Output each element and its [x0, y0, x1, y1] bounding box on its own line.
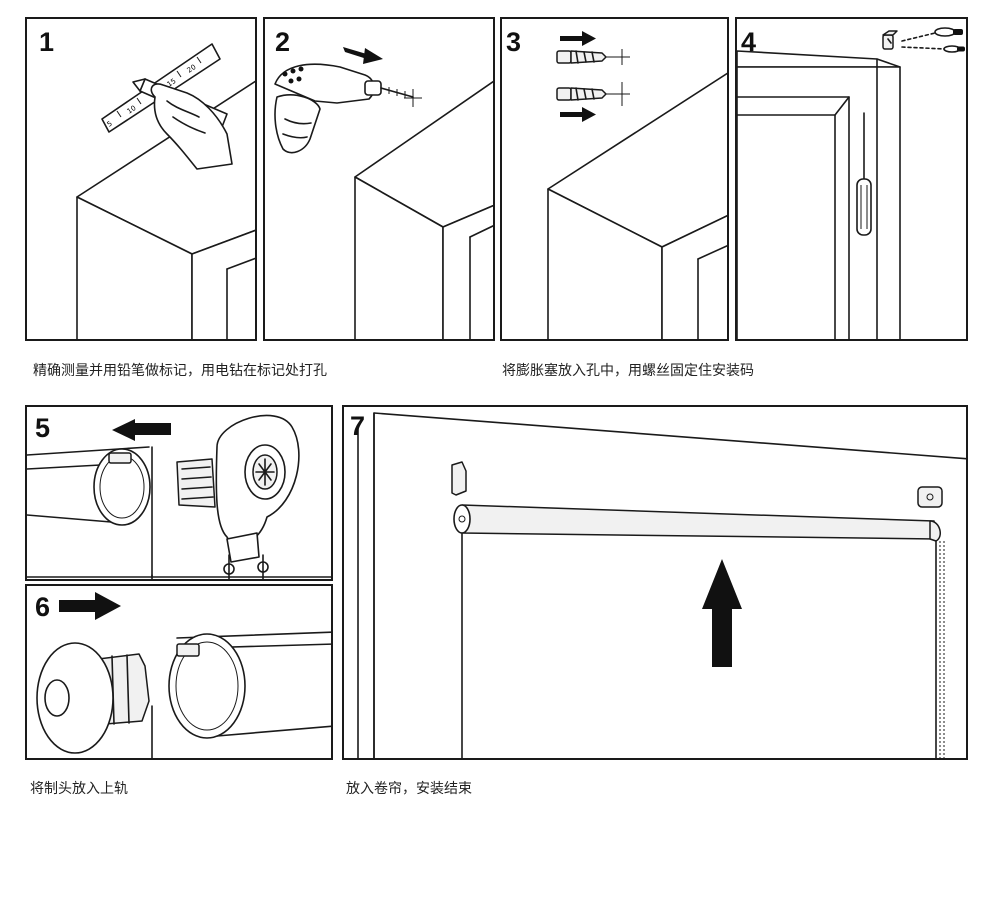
- screw-icon: [901, 27, 965, 53]
- step-7-panel: 7: [342, 405, 968, 760]
- step-2-illustration: [274, 47, 493, 339]
- ruler-tick-15: 15: [166, 77, 178, 89]
- roller-blind: [453, 504, 945, 758]
- step-7-number: 7: [350, 411, 366, 441]
- arrow-up-icon: [702, 559, 742, 667]
- step-4-panel: 4: [735, 17, 968, 341]
- bracket-icon: [451, 461, 467, 496]
- window-frame: [547, 72, 727, 339]
- step-6-number: 6: [35, 592, 51, 622]
- top-rail: [151, 631, 331, 758]
- caption-step-7: 放入卷帘，安装结束: [346, 781, 472, 797]
- step-6-panel: 6: [25, 584, 333, 760]
- step-1-number: 1: [39, 27, 55, 57]
- arrow-right-icon: [560, 107, 596, 122]
- bracket-icon: [917, 486, 943, 508]
- step-6-illustration: [36, 592, 331, 758]
- step-3-number: 3: [506, 27, 522, 57]
- step-7-illustration: [357, 412, 966, 758]
- window-frame: [737, 50, 901, 339]
- arrow-left-icon: [112, 419, 171, 441]
- control-head-icon: [176, 414, 300, 579]
- step-4-number: 4: [741, 27, 757, 57]
- step-3-illustration: [547, 31, 727, 339]
- step-5-panel: 5: [25, 405, 333, 581]
- ruler-tick-10: 10: [126, 104, 138, 116]
- caption-steps-1-2: 精确测量并用铅笔做标记，用电钻在标记处打孔: [33, 363, 327, 379]
- step-1-panel: 1 5 10 15 20: [25, 17, 257, 341]
- wall-anchor-icon: [556, 82, 630, 106]
- caption-steps-5-6: 将制头放入上轨: [30, 781, 128, 797]
- drill-icon: [274, 63, 422, 154]
- step-5-number: 5: [35, 413, 51, 443]
- step-3-panel: 3: [500, 17, 729, 341]
- wall-anchor-icon: [556, 49, 630, 65]
- top-rail: [27, 446, 331, 579]
- arrow-right-icon: [560, 31, 596, 46]
- step-2-panel: 2: [263, 17, 495, 341]
- window-frame: [354, 80, 493, 339]
- ruler-tick-20: 20: [186, 63, 198, 75]
- arrow-right-icon: [59, 592, 121, 620]
- step-1-illustration: 5 10 15 20: [76, 43, 255, 339]
- caption-steps-3-4: 将膨胀塞放入孔中，用螺丝固定住安装码: [502, 363, 754, 379]
- bracket-icon: [882, 30, 898, 50]
- end-plug-icon: [36, 642, 150, 754]
- step-2-number: 2: [275, 27, 291, 57]
- arrow-right-icon: [343, 47, 383, 64]
- hand-icon: [150, 83, 233, 170]
- step-5-illustration: [27, 414, 331, 579]
- step-4-illustration: [737, 27, 965, 339]
- screwdriver-icon: [856, 112, 872, 236]
- ruler-tick-5: 5: [106, 120, 114, 129]
